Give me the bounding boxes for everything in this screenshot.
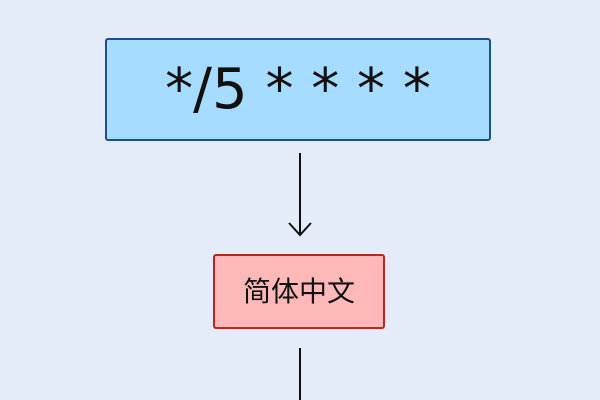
cron-expression-text: */5 * * * * (165, 56, 431, 122)
language-label-text: 简体中文 (242, 274, 355, 308)
language-label-node: 简体中文 (213, 254, 385, 329)
cron-expression-node: */5 * * * * (105, 38, 491, 141)
arrowhead-down-icon (288, 222, 312, 237)
